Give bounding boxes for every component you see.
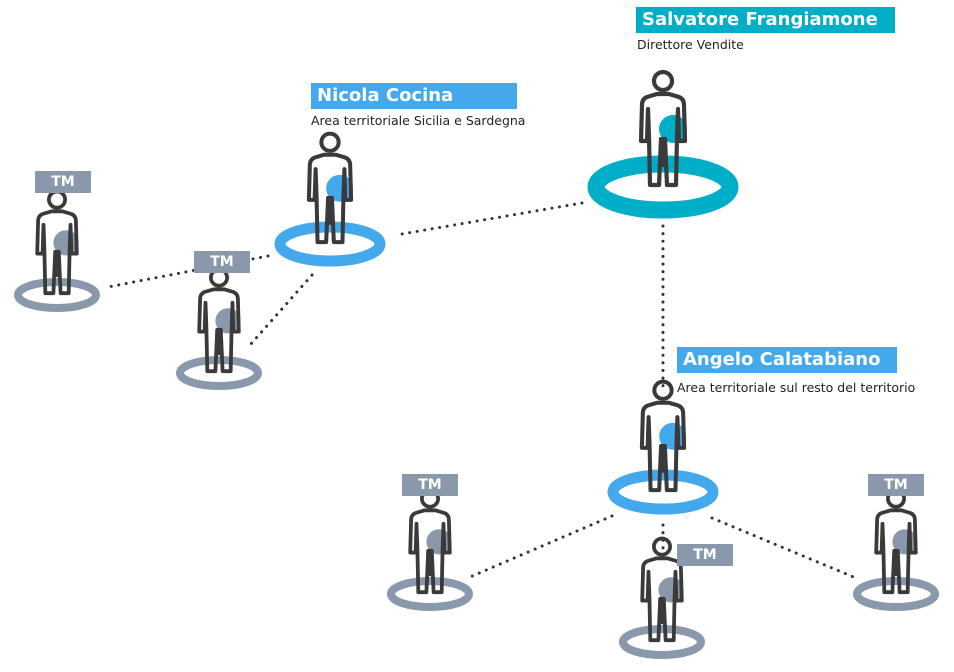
link-director-to-area1 — [394, 201, 584, 237]
director-node-platform-ring — [587, 155, 739, 219]
tm-node-1 — [14, 189, 100, 312]
link-area1-to-tm1 — [106, 254, 270, 289]
tm-node-3-platform-ring — [387, 577, 473, 611]
link-area2-to-tm3 — [468, 514, 614, 579]
person-icon — [408, 488, 452, 595]
person-icon — [306, 131, 354, 245]
person-icon — [638, 69, 688, 188]
tm-node-5 — [853, 488, 939, 611]
director-name-tag: Salvatore Frangiamone — [636, 7, 895, 33]
area-manager-2-node-platform-ring — [607, 469, 719, 515]
link-area1-to-tm2 — [248, 273, 314, 347]
tm-label-3: TM — [402, 474, 458, 496]
director-node — [587, 69, 739, 219]
person-icon — [35, 189, 79, 296]
area-manager-1-node-platform-ring — [274, 221, 386, 267]
area-manager-2-role: Area territoriale sul resto del territor… — [677, 380, 916, 395]
area-manager-2-node — [607, 379, 719, 515]
tm-node-1-platform-ring — [14, 278, 100, 312]
area-manager-1-name-tag: Nicola Cocina — [311, 83, 517, 109]
person-icon — [639, 379, 687, 493]
tm-node-5-platform-ring — [853, 577, 939, 611]
area-manager-1-node — [274, 131, 386, 267]
person-icon — [874, 488, 918, 595]
director-role: Direttore Vendite — [637, 37, 744, 52]
tm-node-2 — [176, 267, 262, 390]
tm-node-2-platform-ring — [176, 356, 262, 390]
people-nodes — [14, 69, 939, 659]
tm-label-5: TM — [868, 474, 924, 496]
link-area2-to-tm5 — [710, 516, 858, 580]
connection-lines — [106, 201, 858, 580]
tm-label-2: TM — [194, 251, 250, 273]
tm-label-4: TM — [677, 544, 733, 566]
area-manager-1-role: Area territoriale Sicilia e Sardegna — [311, 113, 526, 128]
area-manager-2-name-tag: Angelo Calatabiano — [677, 347, 897, 373]
person-icon — [197, 267, 241, 374]
tm-node-3 — [387, 488, 473, 611]
tm-node-4-platform-ring — [619, 625, 705, 659]
tm-label-1: TM — [35, 171, 91, 193]
